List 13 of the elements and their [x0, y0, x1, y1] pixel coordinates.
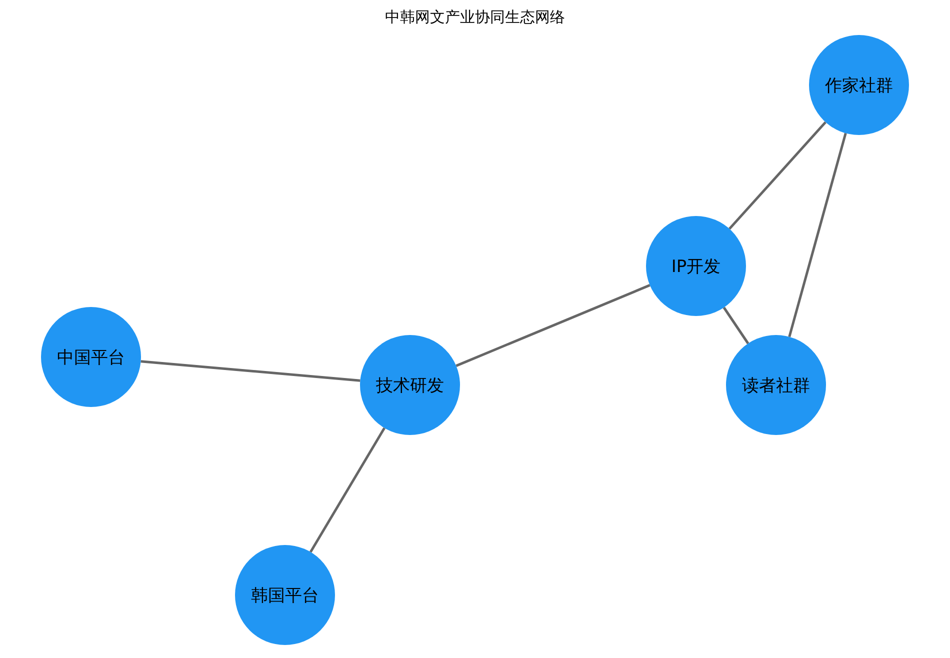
node-label: 读者社群 [742, 374, 810, 396]
connector-line [310, 427, 386, 553]
connector-line [788, 132, 847, 338]
node-label: IP开发 [671, 256, 721, 278]
connector-line [722, 306, 750, 344]
diagram-title: 中韩网文产业协同生态网络 [385, 8, 565, 27]
connector-line [456, 284, 650, 367]
node-label: 韩国平台 [251, 584, 319, 606]
node-label: 技术研发 [376, 374, 444, 396]
node-label: 作家社群 [825, 74, 893, 96]
connector-line [728, 121, 826, 230]
node-label: 中国平台 [57, 346, 125, 368]
connector-line [140, 360, 360, 382]
